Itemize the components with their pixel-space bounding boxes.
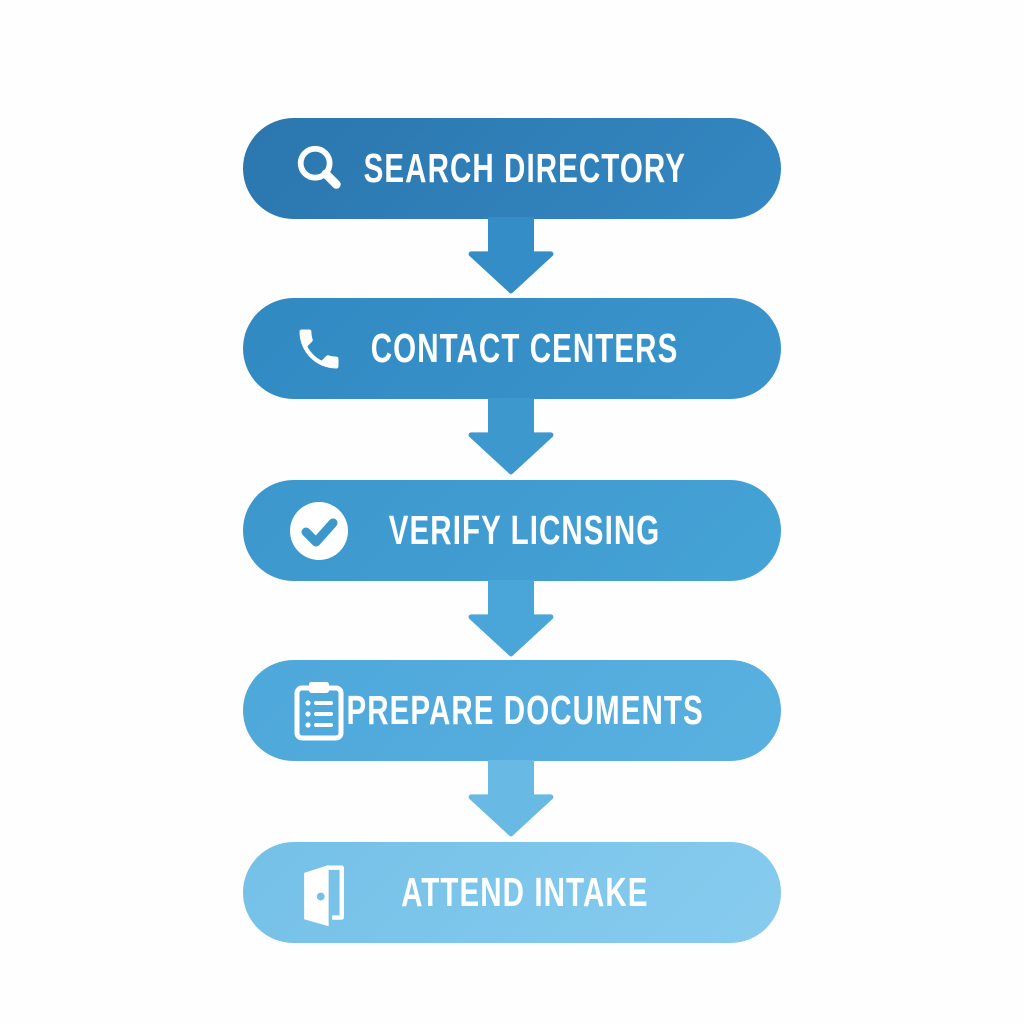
checkmark-stroke — [301, 518, 338, 546]
step-pill-prepare-documents: PREPARE DOCUMENTS — [243, 660, 781, 761]
step-label: CONTACT CENTERS — [371, 325, 679, 371]
down-arrow-icon — [466, 580, 556, 658]
door-knob — [316, 892, 325, 900]
step-label: SEARCH DIRECTORY — [363, 145, 687, 191]
step-pill-contact-centers: CONTACT CENTERS — [243, 298, 781, 399]
step-label: ATTEND INTAKE — [401, 869, 649, 915]
step-label: VERIFY LICNSING — [389, 507, 661, 553]
down-arrow-icon — [466, 398, 556, 476]
step-label: PREPARE DOCUMENTS — [346, 687, 704, 733]
door-icon — [287, 842, 351, 943]
search-icon — [287, 118, 351, 219]
step-pill-search-directory: SEARCH DIRECTORY — [243, 118, 781, 219]
step-pill-verify-licensing: VERIFY LICNSING — [243, 480, 781, 581]
down-arrow-icon — [466, 217, 556, 295]
phone-icon — [287, 298, 351, 399]
check-circle-icon — [287, 480, 351, 581]
down-arrow-icon — [466, 760, 556, 838]
step-pill-attend-intake: ATTEND INTAKE — [243, 842, 781, 943]
clipboard-icon — [287, 660, 351, 761]
